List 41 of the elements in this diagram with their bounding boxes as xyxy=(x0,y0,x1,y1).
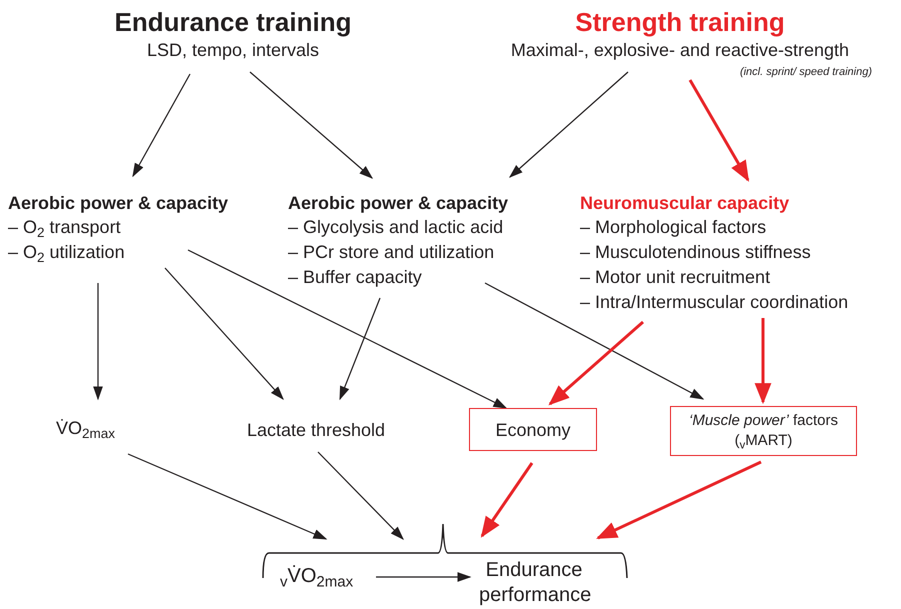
arrow xyxy=(188,249,508,409)
arrow xyxy=(93,283,103,400)
node-label: LSD, tempo, intervals xyxy=(146,39,320,62)
node-label: Maximal-, explosive- and reactive-strength xyxy=(510,39,850,62)
heading: Endurance training xyxy=(114,6,352,38)
node-label: – Musculotendinous stiffness xyxy=(580,241,812,264)
heading: Aerobic power & capacity xyxy=(288,192,510,215)
heading: Neuromuscular capacity xyxy=(580,192,790,215)
arrow xyxy=(508,72,628,178)
arrow xyxy=(128,453,328,540)
arrow xyxy=(132,74,191,178)
arrow xyxy=(688,79,750,182)
arrow xyxy=(484,282,704,400)
arrow xyxy=(318,452,404,540)
heading: Aerobic power & capacity xyxy=(8,192,230,215)
node-label: ‘Muscle power’ factors ($_{v}$MART) xyxy=(688,411,838,451)
arrow xyxy=(339,298,381,400)
arrow xyxy=(754,318,772,404)
arrow xyxy=(164,268,284,400)
node-label: V̇O$_{2max}$ xyxy=(56,417,116,440)
heading: Strength training xyxy=(574,6,786,38)
node-label: – Glycolysis and lactic acid xyxy=(288,216,504,239)
arrow xyxy=(250,72,374,179)
process-box xyxy=(670,406,857,456)
node-label: Economy xyxy=(495,418,571,442)
arrow xyxy=(596,460,762,540)
note: (incl. sprint/ speed training) xyxy=(738,66,873,78)
node-label: Endurance performance xyxy=(479,558,589,608)
arrow xyxy=(548,320,644,406)
node-label: – O$_{2}$ transport xyxy=(8,216,122,240)
node-label: Lactate threshold xyxy=(246,419,386,442)
node-label: – Intra/Intermuscular coordination xyxy=(580,291,850,314)
node-label: – Motor unit recruitment xyxy=(580,266,772,289)
node-label: $_{v}$V̇O$_{2max}$ xyxy=(280,564,354,589)
node-label: – Buffer capacity xyxy=(288,266,423,289)
node-label: – PCr store and utilization xyxy=(288,241,496,264)
node-label: – O$_{2}$ utilization xyxy=(8,241,126,265)
arrow xyxy=(480,462,534,538)
arrow xyxy=(376,572,472,582)
node-label: – Morphological factors xyxy=(580,216,768,239)
process-box xyxy=(469,408,597,451)
